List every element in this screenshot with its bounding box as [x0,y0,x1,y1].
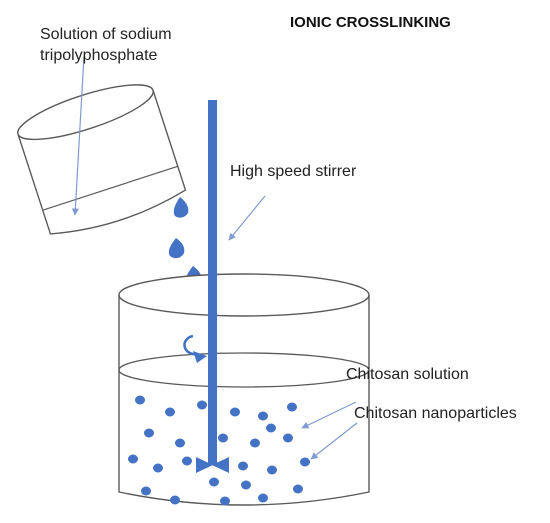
nanoparticle [165,407,175,417]
tpp-label-line1: Solution of sodium [40,26,172,43]
nanoparticle [170,495,180,505]
nanoparticle [287,402,297,412]
nanoparticle [175,438,185,448]
nanoparticle [238,461,248,471]
nanoparticle [230,407,240,417]
pouring-beaker-body [17,89,187,235]
rotation-arrow-icon [183,334,207,363]
pouring-beaker [17,84,187,235]
nanoparticle [283,433,293,443]
nanoparticle [220,496,230,506]
droplet [168,238,185,259]
nanoparticles-label: Chitosan nanoparticles [354,405,517,422]
nanoparticle [135,395,145,405]
beaker-body [118,295,370,506]
nanoparticle [258,411,268,421]
nanoparticle [293,484,303,494]
diagram-title: IONIC CROSSLINKING [290,14,451,31]
chitosan-solution-label: Chitosan solution [346,366,469,383]
nanoparticles-pointer-arrow-2 [310,422,358,460]
pouring-beaker-liquid-level [42,165,178,211]
stirrer-shaft [208,100,217,465]
nanoparticle [128,454,138,464]
nanoparticle [241,480,251,490]
stirrer-label: High speed stirrer [230,163,357,180]
beaker-rim [118,273,370,317]
nanoparticle [266,423,276,433]
solution-surface [118,352,370,388]
nanoparticle [144,428,154,438]
nanoparticle [300,457,310,467]
nanoparticle [182,456,192,466]
nanoparticle [197,400,207,410]
tpp-pointer-arrow [71,55,85,216]
nanoparticle [267,465,277,475]
nanoparticle [250,438,260,448]
stirrer-impeller-left [196,457,213,473]
droplet [173,197,189,218]
tpp-label-line2: tripolyphosphate [40,47,158,64]
nanoparticle [141,486,151,496]
pouring-beaker-rim [17,84,154,141]
nanoparticle [153,463,163,473]
stirrer-impeller-right [212,457,229,473]
droplets [168,197,202,287]
nanoparticles-pointer-arrow [301,401,357,429]
nanoparticle [218,433,228,443]
nanoparticle [258,493,268,503]
nanoparticles [128,395,310,506]
stirrer-pointer-arrow [228,195,266,241]
nanoparticle [209,477,219,487]
